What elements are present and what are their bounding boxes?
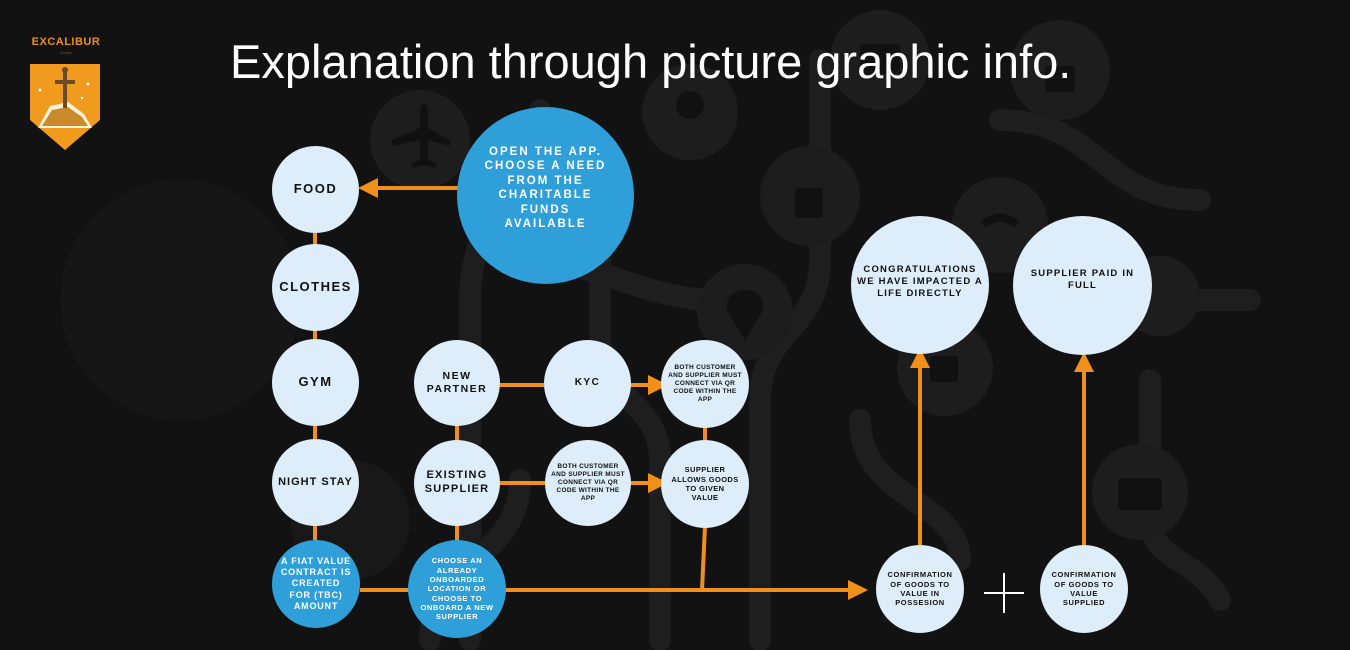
brand-logo: EXCALIBUR Social <box>26 36 106 154</box>
node-existing-supplier: EXISTING SUPPLIER <box>414 440 500 526</box>
node-clothes: CLOTHES <box>272 244 359 331</box>
shield-sword-icon <box>30 64 100 150</box>
page-title: Explanation through picture graphic info… <box>230 35 1072 88</box>
plus-icon <box>984 573 1024 613</box>
brand-name: EXCALIBUR <box>31 36 101 48</box>
node-night-stay: NIGHT STAY <box>272 439 359 526</box>
lock-icon <box>1045 66 1075 92</box>
node-fiat-contract: A FIAT VALUE CONTRACT IS CREATED FOR (TB… <box>272 540 360 628</box>
node-new-partner: NEW PARTNER <box>414 340 500 426</box>
node-congratulations: CONGRATULATIONS WE HAVE IMPACTED A LIFE … <box>851 216 989 354</box>
node-confirm-supplied: CONFIRMATION OF GOODS TO VALUE SUPPLIED <box>1040 545 1128 633</box>
node-gym: GYM <box>272 339 359 426</box>
node-supplier-paid: SUPPLIER PAID IN FULL <box>1013 216 1152 355</box>
brand-subtitle: Social <box>60 50 72 55</box>
envelope-icon <box>860 44 900 74</box>
node-open-app: OPEN THE APP. CHOOSE A NEED FROM THE CHA… <box>457 107 634 284</box>
wifi-icon <box>980 213 1020 228</box>
node-supplier-allows: SUPPLIER ALLOWS GOODS TO GIVEN VALUE <box>661 440 749 528</box>
lightbulb-icon <box>676 91 704 119</box>
node-qr-connect-1: BOTH CUSTOMER AND SUPPLIER MUST CONNECT … <box>661 340 749 428</box>
coffee-cup-icon <box>930 356 958 382</box>
thumbs-up-icon <box>795 188 823 218</box>
airplane-icon <box>392 104 450 168</box>
node-qr-connect-2: BOTH CUSTOMER AND SUPPLIER MUST CONNECT … <box>545 440 631 526</box>
camera-icon <box>1118 478 1162 510</box>
location-pin-icon <box>726 290 764 340</box>
connector-allows-down <box>700 525 707 591</box>
node-food: FOOD <box>272 146 359 233</box>
node-kyc: KYC <box>544 340 631 427</box>
node-choose-location: CHOOSE AN ALREADY ONBOARDED LOCATION OR … <box>408 540 506 638</box>
node-confirm-possession: CONFIRMATION OF GOODS TO VALUE IN POSSES… <box>876 545 964 633</box>
